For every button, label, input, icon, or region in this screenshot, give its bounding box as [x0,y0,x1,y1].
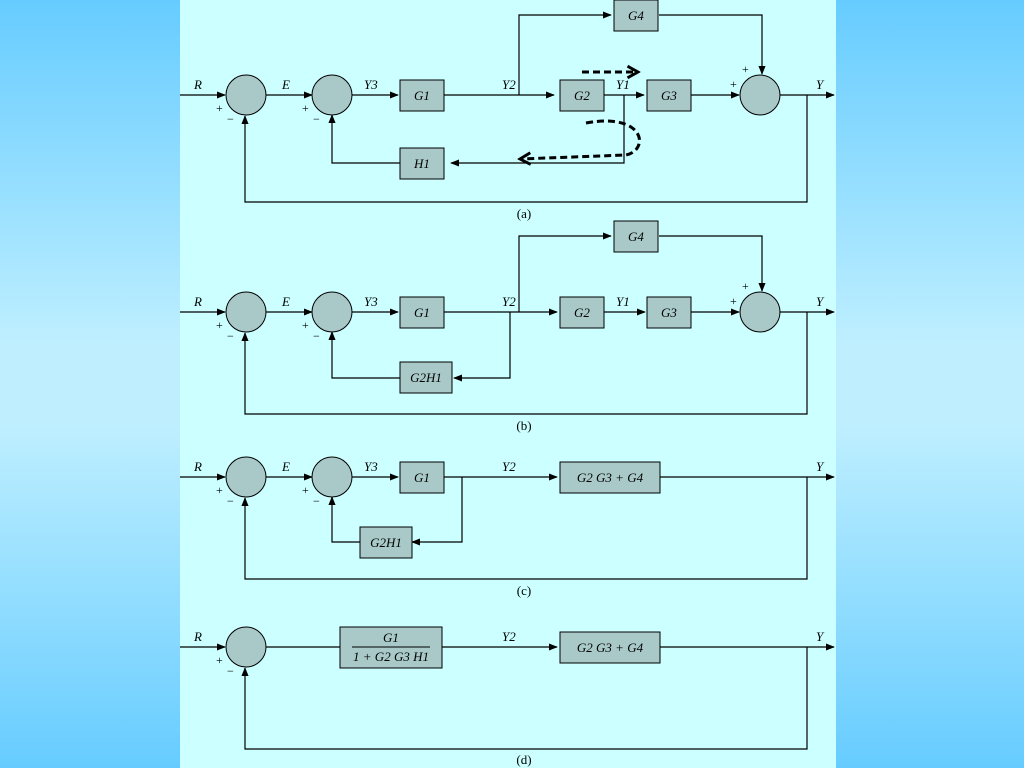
caption-d: (d) [516,752,531,767]
block-label: H1 [413,156,430,171]
sign-minus: − [313,494,320,508]
block-g2 [559,79,605,112]
block-g2g3-plus-g4 [559,631,661,664]
caption-c: (c) [517,583,531,598]
signal-label: R [193,459,202,474]
sign-plus: + [216,318,223,332]
block-label: G2H1 [370,535,402,550]
sign-plus: + [302,101,309,115]
block-g2h1 [399,361,453,394]
block-label: G3 [661,88,677,103]
summing-junction-3 [739,74,781,116]
summing-junction-1 [225,456,267,498]
sign-minus: − [227,494,234,508]
signal-label: Y [816,629,825,644]
block-h1 [399,147,445,180]
summing-junction-1 [225,626,267,668]
fraction-numerator: G1 [383,630,399,645]
sign-plus: + [302,483,309,497]
summing-junction-3 [739,291,781,333]
block-label: G1 [414,470,430,485]
diagram-b: G1 G2 G3 G4 G2H1 R E Y3 Y2 Y1 Y + − + − … [180,220,835,433]
sign-plus: + [730,294,737,308]
signal-label: R [193,294,202,309]
signal-label: Y3 [364,77,378,92]
fraction-denominator: 1 + G2 G3 H1 [353,649,429,664]
sign-plus: + [730,77,737,91]
block-g1 [399,296,445,329]
diagram-d: G1 1 + G2 G3 H1 G2 G3 + G4 R Y2 Y + − (d… [180,626,835,767]
caption-b: (b) [516,418,531,433]
block-g4 [613,0,659,32]
signal-label: Y2 [502,294,516,309]
summing-junction-2 [311,74,353,116]
block-g1 [399,79,445,112]
signal-label: R [193,629,202,644]
block-g2h1 [359,526,413,559]
block-diagram-panel: G1 G2 G3 G4 H1 R E Y3 Y2 Y1 Y + − + − + … [180,0,836,768]
block-label: G1 [414,88,430,103]
panel-background [180,0,836,768]
summing-junction-1 [225,291,267,333]
block-label: G4 [628,229,644,244]
sign-minus: − [313,112,320,126]
caption-a: (a) [517,206,531,221]
signal-label: Y1 [616,77,630,92]
block-label: G4 [628,8,644,23]
signal-label: E [281,459,290,474]
block-label: G2H1 [410,370,442,385]
sign-plus: + [216,101,223,115]
sign-plus: + [216,653,223,667]
sign-plus: + [742,62,749,76]
signal-label: Y [816,459,825,474]
signal-label: Y2 [502,459,516,474]
sign-minus: − [313,329,320,343]
sign-minus: − [227,329,234,343]
block-label: G2 [574,305,590,320]
block-label: G2 G3 + G4 [577,640,644,655]
block-g2g3-plus-g4 [559,461,661,494]
block-label: G2 [574,88,590,103]
signal-label: E [281,294,290,309]
sign-minus: − [227,112,234,126]
block-g1 [399,461,445,494]
signal-label: Y2 [502,77,516,92]
signal-label: Y [816,77,825,92]
signal-label: Y1 [616,294,630,309]
signal-label: R [193,77,202,92]
block-g3 [646,296,692,329]
sign-plus: + [216,483,223,497]
signal-label: Y2 [502,629,516,644]
diagram-c: G1 G2 G3 + G4 G2H1 R E Y3 Y2 Y + − + − (… [180,456,835,598]
signal-label: E [281,77,290,92]
sign-plus: + [302,318,309,332]
block-label: G2 G3 + G4 [577,470,644,485]
block-label: G1 [414,305,430,320]
sign-minus: − [227,664,234,678]
signal-label: Y3 [364,459,378,474]
summing-junction-2 [311,291,353,333]
diagram-a: G1 G2 G3 G4 H1 R E Y3 Y2 Y1 Y + − + − + … [180,0,835,221]
move-arrow-curved [520,119,641,159]
summing-junction-1 [225,74,267,116]
sign-plus: + [742,279,749,293]
block-label: G3 [661,305,677,320]
summing-junction-2 [311,456,353,498]
block-g4 [613,220,659,253]
signal-label: Y [816,294,825,309]
block-g3 [646,79,692,112]
block-g2 [559,296,605,329]
signal-label: Y3 [364,294,378,309]
